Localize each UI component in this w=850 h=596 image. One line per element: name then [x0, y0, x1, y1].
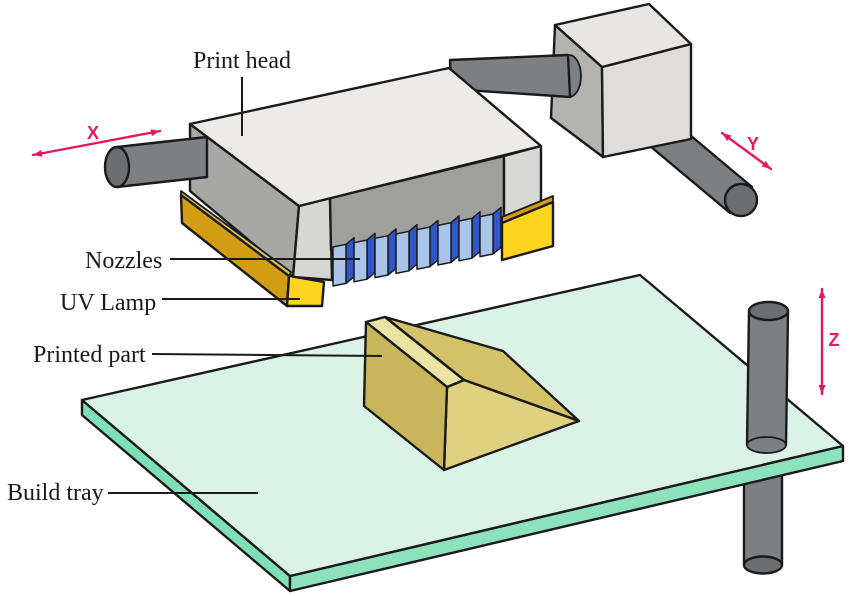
y-axis-arrowhead-right	[761, 160, 771, 169]
nozzle-fin-side	[366, 232, 376, 280]
x-axis-arrowhead-left	[33, 149, 43, 157]
nozzles-group	[332, 206, 502, 287]
nozzle-fin-front	[332, 243, 347, 287]
x-rod-left-body	[115, 135, 209, 189]
build-tray-label: Build tray	[7, 480, 104, 506]
nozzle-fin-side	[345, 236, 355, 285]
print-head-assembly	[188, 66, 543, 282]
uv-lamp-right-front	[500, 200, 555, 262]
z-rod-upper	[745, 300, 790, 454]
nozzle-fin-front	[374, 234, 389, 279]
z-rod-upper-body	[745, 309, 790, 447]
leader-lines	[108, 77, 383, 494]
y-axis-arrow	[720, 131, 773, 171]
y-rod-end-cap	[723, 182, 759, 218]
z-axis-arrowhead-top	[818, 289, 826, 298]
print-head-side-strip	[291, 196, 334, 282]
z-rod-tray-joint	[746, 436, 787, 454]
y-axis-arrowhead-left	[722, 133, 732, 142]
carriage-top-face	[553, 2, 693, 69]
x-axis-arrowhead-right	[150, 129, 160, 137]
nozzle-fin-front	[353, 239, 368, 283]
uv-lamp-left	[179, 190, 326, 308]
x-axis-label: X	[87, 123, 99, 143]
print-head-label: Print head	[193, 48, 291, 74]
printed-part-leader	[151, 353, 383, 357]
nozzle-fin-front	[437, 221, 452, 266]
uv-lamp-label: UV Lamp	[60, 290, 156, 316]
component-labels: Print head Nozzles UV Lamp Printed part …	[7, 48, 291, 506]
x-rail-rod-left	[103, 135, 209, 189]
nozzle-fin-front	[416, 226, 431, 270]
z-axis-label: Z	[829, 330, 840, 350]
printed-part-left-face	[362, 320, 449, 472]
uv-lamp-left-end	[285, 274, 326, 308]
x-axis-arrow	[31, 129, 162, 157]
z-axis-arrowhead-bottom	[818, 385, 826, 394]
x-rod-left-cap	[103, 145, 131, 189]
z-rod-lower-cap	[742, 555, 784, 575]
printed-part-wedge	[362, 315, 581, 472]
print-head-top-face	[188, 66, 543, 208]
nozzle-fin-side	[387, 228, 397, 276]
nozzle-fin-side	[408, 223, 418, 272]
nozzle-fin-side	[450, 215, 460, 264]
printed-part-label: Printed part	[33, 342, 146, 368]
axis-arrows: X Y Z	[31, 123, 840, 396]
nozzle-fin-front	[458, 217, 473, 262]
nozzles-label: Nozzles	[85, 248, 162, 274]
nozzle-fin-front	[479, 213, 494, 258]
nozzle-fin-side	[471, 210, 481, 259]
z-rod-top-cap	[747, 300, 790, 322]
uv-lamp-right	[500, 195, 555, 262]
y-axis-label: Y	[747, 134, 759, 154]
nozzle-fin-front	[395, 230, 410, 275]
nozzle-fin-side	[429, 219, 439, 268]
nozzle-fin-side	[492, 206, 502, 255]
